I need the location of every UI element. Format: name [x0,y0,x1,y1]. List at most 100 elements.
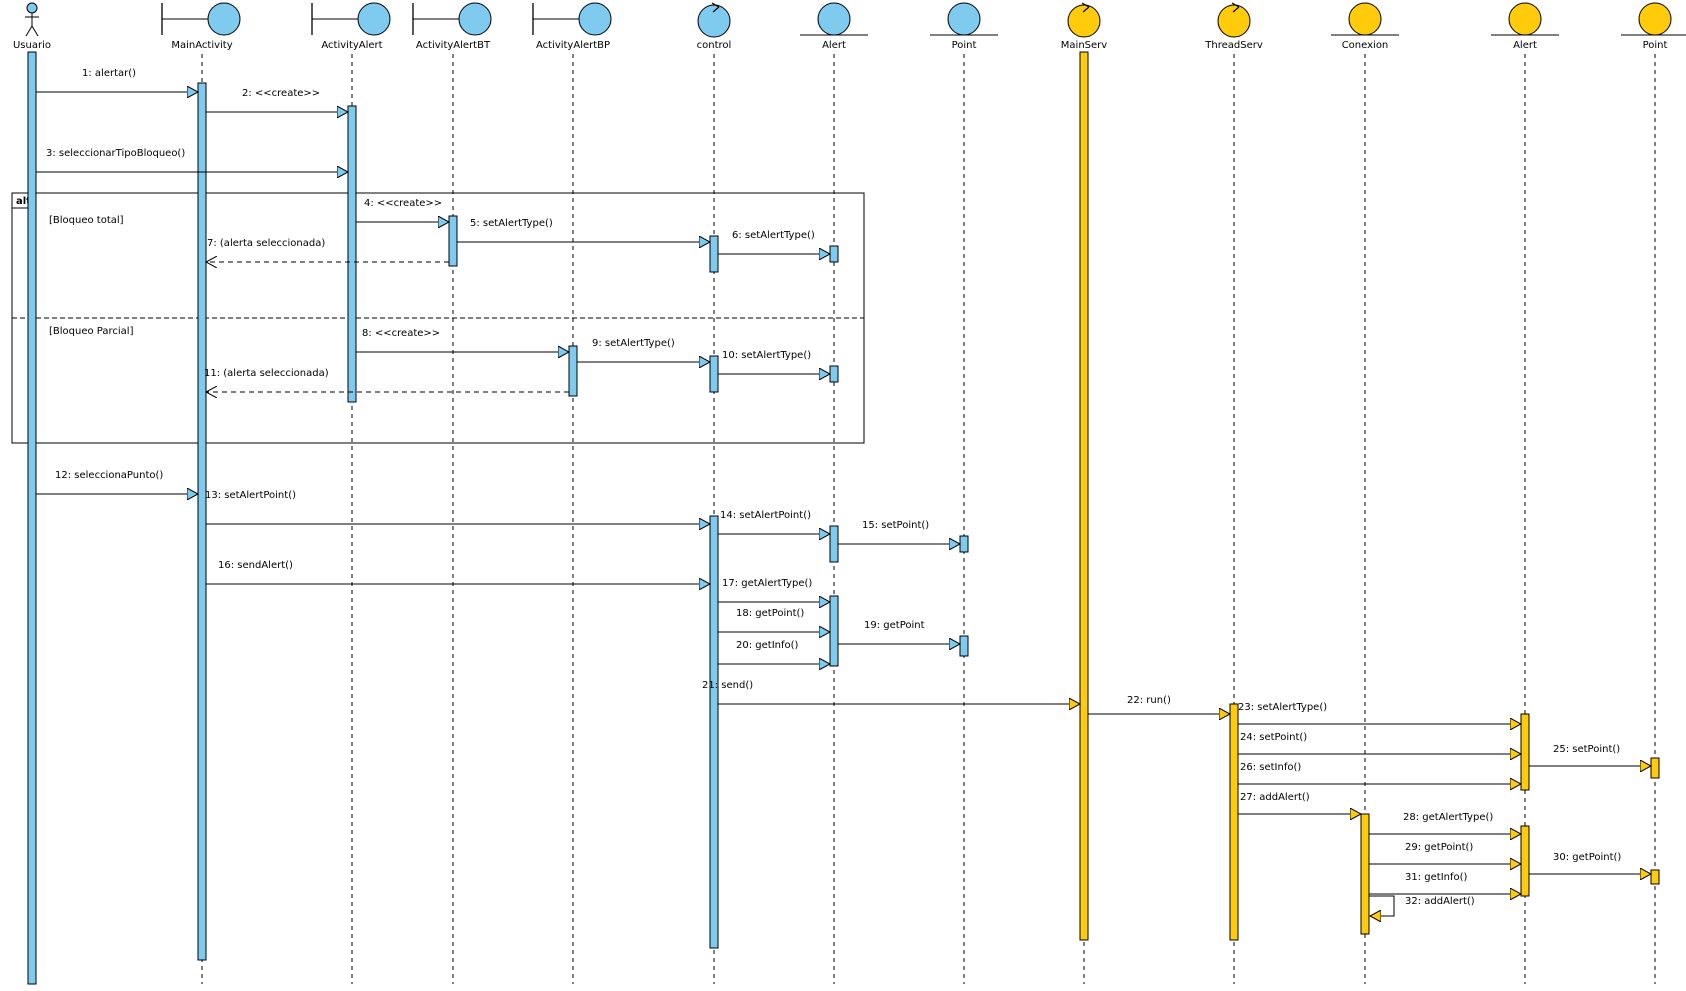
message-28: 28: getAlertType() [1369,812,1521,834]
activation-bar-11 [829,525,839,563]
entity-icon [1621,2,1686,36]
message-30: 30: getPoint() [1529,852,1651,874]
message-label-13: 13: setAlertPoint() [205,490,296,501]
message-label-26: 26: setInfo() [1240,762,1301,773]
message-23: 23: setAlertType() [1238,702,1521,724]
message-label-19: 19: getPoint [864,620,925,631]
activation-bar-17 [1360,813,1370,935]
message-label-7: 7: (alerta seleccionada) [207,238,325,249]
activation-bar-12 [829,595,839,667]
participant-label-7: Alert [822,40,846,51]
activation-bar-7 [709,355,719,393]
boundary-icon [311,2,391,36]
participant-9: MainServ [1061,2,1107,51]
message-label-22: 22: run() [1127,695,1171,706]
boundary-icon [412,2,492,36]
message-label-9: 9: setAlertType() [592,338,675,349]
participant-7: Alert [800,2,868,51]
actor-icon [25,2,39,37]
activation-bar-13 [959,535,969,553]
message-26: 26: setInfo() [1238,762,1521,784]
activation-bar-14 [959,635,969,657]
activation-bar-15 [1079,51,1089,941]
message-label-20: 20: getInfo() [736,640,799,651]
message-label-29: 29: getPoint() [1405,842,1473,853]
message-9: 9: setAlertType() [577,338,710,362]
activation-bar-21 [1650,869,1660,885]
message-2: 2: <<create>> [206,88,348,112]
message-label-25: 25: setPoint() [1553,744,1620,755]
participant-11: Conexion [1331,2,1399,51]
message-label-4: 4: <<create>> [364,198,442,209]
participant-5: ActivityAlertBP [532,2,612,51]
message-14: 14: setAlertPoint() [718,510,830,534]
activation-bar-5 [568,345,578,397]
activation-bar-16 [1229,703,1239,941]
entity-icon [1491,2,1559,36]
message-label-18: 18: getPoint() [736,608,804,619]
entity-icon [930,2,998,36]
message-21: 21: send() [702,680,1080,704]
control-icon [1067,2,1101,38]
participant-1: Usuario [13,2,51,51]
message-label-1: 1: alertar() [82,68,136,79]
participant-label-3: ActivityAlert [321,40,382,51]
message-25: 25: setPoint() [1529,744,1651,766]
message-label-12: 12: seleccionaPunto() [55,470,163,481]
message-1: 1: alertar() [36,68,198,92]
message-label-31: 31: getInfo() [1405,872,1468,883]
message-6: 6: setAlertType() [718,230,830,254]
alt-fragment: alt[Bloqueo total][Bloqueo Parcial] [11,192,865,444]
message-18: 18: getPoint() [718,608,830,632]
activation-bar-10 [829,365,839,383]
participant-13: Point [1621,2,1686,51]
message-20: 20: getInfo() [718,640,830,664]
participant-8: Point [930,2,998,51]
message-arrow-32 [1369,895,1395,916]
participant-label-8: Point [952,40,977,51]
participant-label-13: Point [1643,40,1668,51]
message-label-5: 5: setAlertType() [470,218,553,229]
boundary-icon [532,2,612,36]
message-12: 12: seleccionaPunto() [36,470,198,494]
message-13: 13: setAlertPoint() [205,490,710,524]
message-16: 16: sendAlert() [206,560,710,584]
entity-icon [800,2,868,36]
participant-label-5: ActivityAlertBP [536,40,610,51]
message-27: 27: addAlert() [1238,792,1361,814]
message-label-28: 28: getAlertType() [1403,812,1493,823]
message-8: 8: <<create>> [356,328,569,352]
message-22: 22: run() [1088,695,1230,714]
activation-bar-18 [1520,713,1530,791]
message-label-23: 23: setAlertType() [1238,702,1327,713]
participant-2: MainActivity [161,2,241,51]
participant-4: ActivityAlertBT [412,2,492,51]
message-label-27: 27: addAlert() [1240,792,1310,803]
participant-label-9: MainServ [1061,40,1107,51]
message-label-8: 8: <<create>> [362,328,440,339]
message-label-32: 32: addAlert() [1405,896,1475,907]
activation-bar-3 [347,105,357,403]
alt-operator-label: alt [16,196,31,207]
participant-label-2: MainActivity [171,40,232,51]
message-17: 17: getAlertType() [718,578,830,602]
participant-label-1: Usuario [13,40,51,51]
message-label-17: 17: getAlertType() [722,578,812,589]
message-4: 4: <<create>> [356,198,449,222]
control-icon [697,2,731,38]
message-label-2: 2: <<create>> [242,88,320,99]
participant-6: control [697,2,731,51]
message-label-15: 15: setPoint() [862,520,929,531]
message-31: 31: getInfo() [1369,872,1521,894]
message-29: 29: getPoint() [1369,842,1521,864]
message-label-16: 16: sendAlert() [218,560,293,571]
control-icon [1217,2,1251,38]
activation-bar-19 [1520,825,1530,897]
message-label-11: 11: (alerta seleccionada) [204,368,329,379]
message-label-21: 21: send() [702,680,753,691]
activation-bar-20 [1650,757,1660,779]
activation-bar-6 [709,235,719,273]
message-label-24: 24: setPoint() [1240,732,1307,743]
